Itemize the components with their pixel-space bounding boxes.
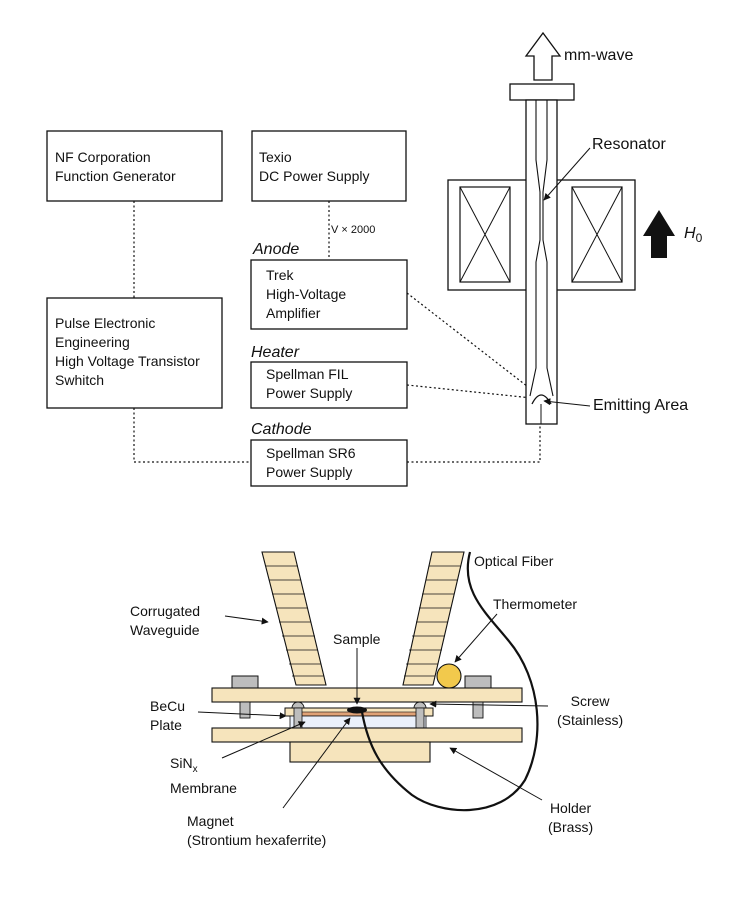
dc-power-supply-line-1: Texio bbox=[259, 149, 292, 165]
sr6-supply-line-2: Power Supply bbox=[266, 464, 353, 480]
holder-base bbox=[289, 741, 431, 763]
sinx-line-1: SiNx bbox=[170, 754, 237, 779]
becu-plate-line-2: Plate bbox=[150, 717, 182, 733]
pulse-switch-line-1: Pulse Electronic bbox=[55, 315, 156, 331]
field-subscript: 0 bbox=[695, 231, 703, 246]
magnet-label: Magnet (Strontium hexaferrite) bbox=[187, 812, 326, 850]
sr6-supply-box bbox=[250, 439, 408, 487]
sinx-membrane bbox=[289, 715, 427, 729]
pulse-switch-line-4: Swhitch bbox=[55, 372, 105, 388]
top-plate bbox=[211, 687, 523, 703]
function-generator-line-2: Function Generator bbox=[55, 168, 176, 184]
holder-line-2: (Brass) bbox=[548, 819, 594, 835]
anode-label: Anode bbox=[253, 241, 300, 258]
hv-amplifier-line-2: High-Voltage bbox=[266, 286, 347, 302]
fil-supply-line-2: Power Supply bbox=[266, 385, 353, 401]
sinx-text: SiN bbox=[170, 755, 193, 771]
mm-wave-arrow bbox=[524, 31, 562, 81]
corrugated-waveguide-label: Corrugated Waveguide bbox=[130, 602, 200, 640]
fil-supply-line-1: Spellman FIL bbox=[266, 366, 349, 382]
sinx-membrane-label: SiNx Membrane bbox=[170, 754, 237, 798]
resonator-label: Resonator bbox=[592, 136, 666, 153]
hv-amplifier-label: Trek High-Voltage Amplifier bbox=[266, 266, 346, 323]
corrugated-waveguide-line-1: Corrugated bbox=[130, 603, 201, 619]
heater-label: Heater bbox=[251, 344, 300, 361]
screw-line-2: (Stainless) bbox=[557, 712, 624, 728]
tube-body bbox=[525, 99, 558, 425]
magnet-line-2: (Strontium hexaferrite) bbox=[187, 832, 327, 848]
optical-fiber bbox=[360, 551, 539, 812]
sample-label: Sample bbox=[333, 631, 381, 647]
dotted-connections bbox=[133, 201, 541, 463]
fil-supply-label: Spellman FIL Power Supply bbox=[266, 365, 352, 403]
dc-power-supply-line-2: DC Power Supply bbox=[259, 168, 370, 184]
hv-amplifier-line-1: Trek bbox=[266, 267, 294, 283]
pulse-switch-line-2: Engineering bbox=[55, 334, 130, 350]
sample-dot bbox=[347, 706, 367, 714]
cathode-label: Cathode bbox=[251, 421, 312, 438]
sinx-line-2: Membrane bbox=[170, 779, 237, 796]
field-label: H0 bbox=[684, 225, 702, 247]
optical-fiber-label: Optical Fiber bbox=[474, 553, 554, 569]
becu-plate-label: BeCu Plate bbox=[150, 697, 185, 735]
screw-block-left bbox=[231, 675, 259, 689]
pulse-switch-line-3: High Voltage Transistor bbox=[55, 353, 200, 369]
voltage-gain-label: V × 2000 bbox=[331, 224, 376, 236]
thermometer-icon bbox=[436, 663, 462, 689]
hv-amplifier-line-3: Amplifier bbox=[266, 305, 321, 321]
sinx-subscript: x bbox=[192, 763, 198, 775]
becu-plate-line-1: BeCu bbox=[150, 698, 186, 714]
holder-line-1: Holder bbox=[549, 800, 592, 816]
thermometer-label: Thermometer bbox=[493, 596, 578, 612]
pulse-switch-label: Pulse Electronic Engineering High Voltag… bbox=[55, 314, 200, 390]
corrugated-waveguide-line-2: Waveguide bbox=[130, 622, 200, 638]
waveguide-wall-right bbox=[402, 551, 465, 686]
waveguide-wall-left bbox=[261, 551, 327, 686]
mm-wave-label: mm-wave bbox=[564, 47, 634, 64]
field-symbol: H bbox=[684, 225, 696, 242]
function-generator-line-1: NF Corporation bbox=[55, 149, 151, 165]
screw-label: Screw (Stainless) bbox=[557, 692, 623, 730]
resonator-channel bbox=[529, 100, 554, 397]
function-generator-label: NF Corporation Function Generator bbox=[55, 148, 176, 186]
dc-power-supply-label: Texio DC Power Supply bbox=[259, 148, 370, 186]
field-arrow-icon bbox=[643, 210, 675, 258]
magnet-line-1: Magnet bbox=[187, 813, 234, 829]
tube-flange bbox=[509, 83, 575, 101]
sr6-supply-label: Spellman SR6 Power Supply bbox=[266, 444, 356, 482]
screw-block-right bbox=[464, 675, 492, 689]
sr6-supply-line-1: Spellman SR6 bbox=[266, 445, 356, 461]
screw-line-1: Screw bbox=[570, 693, 610, 709]
emitting-area-label: Emitting Area bbox=[593, 397, 689, 414]
holder-label: Holder (Brass) bbox=[548, 799, 593, 837]
